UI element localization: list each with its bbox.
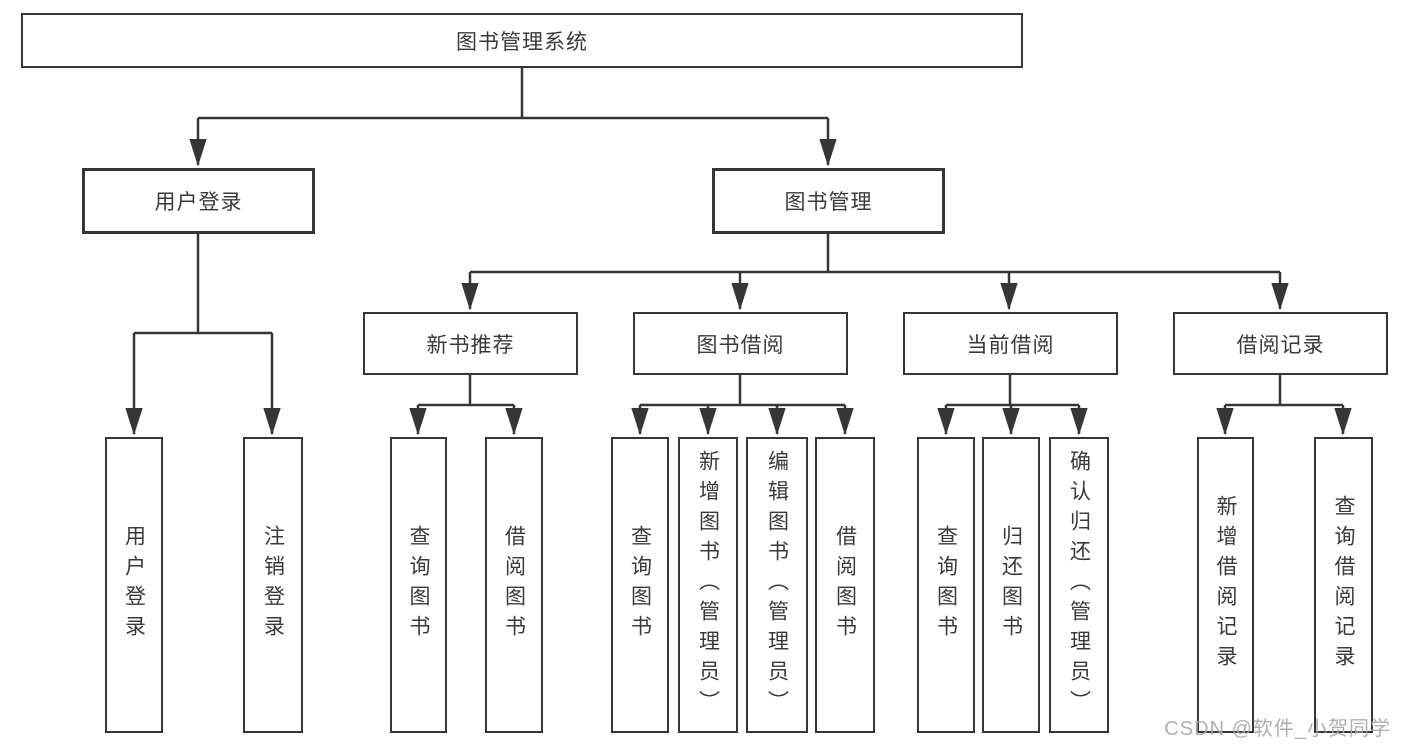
leaf-label: 查询图书 <box>934 525 958 645</box>
leaf-user-login: 用户登录 <box>105 437 163 733</box>
leaf-label: 借阅图书 <box>502 525 526 645</box>
node-book-management: 图书管理 <box>712 168 945 234</box>
node-current-borrow: 当前借阅 <box>903 312 1118 375</box>
leaf-label: 借阅图书 <box>833 525 857 645</box>
leaf-confirm-return-admin: 确认归还（管理员） <box>1049 437 1109 733</box>
leaf-logout: 注销登录 <box>243 437 303 733</box>
leaf-label: 确认归还（管理员） <box>1067 450 1091 720</box>
leaf-borrow-books: 借阅图书 <box>815 437 875 733</box>
leaf-label: 编辑图书（管理员） <box>765 450 789 720</box>
node-borrow-records: 借阅记录 <box>1173 312 1388 375</box>
leaf-query-books: 查询图书 <box>611 437 669 733</box>
leaf-query-books: 查询图书 <box>390 437 447 733</box>
leaf-return-books: 归还图书 <box>982 437 1040 733</box>
leaf-query-books: 查询图书 <box>917 437 975 733</box>
node-user-login: 用户登录 <box>82 168 315 234</box>
node-new-book-recommend: 新书推荐 <box>363 312 578 375</box>
leaf-add-books-admin: 新增图书（管理员） <box>678 437 738 733</box>
node-book-borrow: 图书借阅 <box>633 312 848 375</box>
leaf-add-borrow-record: 新增借阅记录 <box>1197 437 1254 733</box>
leaf-label: 查询图书 <box>407 525 430 645</box>
leaf-label: 新增图书（管理员） <box>696 450 720 720</box>
leaf-label: 注销登录 <box>261 525 285 645</box>
leaf-label: 查询借阅记录 <box>1332 495 1355 675</box>
leaf-label: 新增借阅记录 <box>1214 495 1237 675</box>
leaf-edit-books-admin: 编辑图书（管理员） <box>746 437 808 733</box>
node-library-system: 图书管理系统 <box>21 13 1023 68</box>
watermark: CSDN @软件_小贺同学 <box>1164 718 1391 740</box>
leaf-label: 归还图书 <box>999 525 1023 645</box>
leaf-label: 用户登录 <box>122 525 146 645</box>
leaf-query-borrow-record: 查询借阅记录 <box>1314 437 1373 733</box>
leaf-label: 查询图书 <box>628 525 652 645</box>
leaf-borrow-books: 借阅图书 <box>485 437 543 733</box>
